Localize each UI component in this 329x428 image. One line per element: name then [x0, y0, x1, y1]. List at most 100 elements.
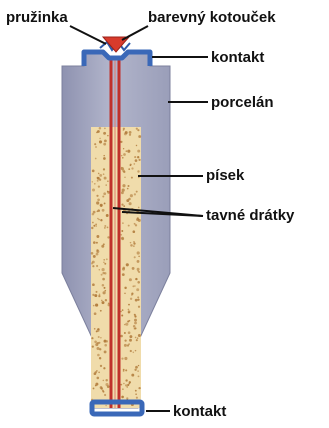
sand-grain — [122, 189, 125, 192]
sand-grain — [124, 287, 126, 289]
sand-grain — [137, 150, 140, 153]
sand-grain — [135, 350, 137, 352]
sand-grain — [130, 350, 132, 352]
sand-grain — [91, 252, 94, 255]
sand-grain — [103, 157, 106, 160]
sand-grain — [104, 290, 106, 292]
sand-grain — [126, 386, 127, 387]
sand-grain — [123, 205, 125, 207]
sand-grain — [99, 174, 102, 177]
sand-grain — [100, 310, 102, 312]
sand-grain — [128, 309, 130, 311]
sand-grain — [134, 327, 136, 329]
sand-grain — [100, 386, 103, 389]
sand-grain — [122, 309, 124, 311]
sand-grain — [123, 153, 126, 156]
sand-grain — [138, 207, 140, 209]
sand-grain — [126, 397, 128, 399]
sand-grain — [94, 312, 97, 315]
sand-grain — [129, 131, 132, 134]
sand-grain — [124, 293, 125, 294]
sand-grain — [104, 128, 106, 130]
sand-grain — [136, 339, 138, 341]
sand-grain — [123, 267, 126, 270]
sand-grain — [101, 300, 103, 302]
sand-grain — [95, 158, 97, 160]
sand-grain — [100, 365, 102, 367]
sand-grain — [125, 384, 127, 386]
sand-grain — [132, 267, 135, 270]
sand-grain — [92, 170, 95, 173]
sand-grain — [128, 168, 130, 170]
sand-grain — [124, 339, 126, 341]
sand-grain — [96, 132, 98, 134]
sand-grain — [131, 167, 133, 169]
sand-grain — [120, 311, 122, 313]
sand-grain — [105, 184, 106, 185]
sand-grain — [127, 188, 129, 190]
sand-grain — [99, 294, 101, 296]
sand-grain — [103, 168, 105, 170]
sand-grain — [138, 365, 139, 366]
sand-grain — [95, 304, 98, 307]
sand-grain — [104, 263, 106, 265]
sand-grain — [107, 227, 109, 229]
sand-grain — [94, 183, 96, 185]
sand-grain — [107, 236, 109, 238]
sand-grain — [97, 354, 100, 357]
sand-grain — [121, 191, 124, 194]
sand-grain — [91, 227, 93, 229]
sand-grain — [133, 245, 134, 246]
sand-grain — [130, 164, 132, 166]
sand-grain — [97, 211, 99, 213]
sand-grain — [97, 218, 99, 220]
sand-grain — [137, 156, 139, 158]
sand-grain — [96, 253, 99, 256]
sand-grain — [135, 159, 138, 162]
sand-grain — [96, 249, 98, 251]
sand-grain — [98, 371, 100, 373]
sand-grain — [124, 324, 125, 325]
sand-grain — [107, 191, 109, 193]
sand-grain — [121, 167, 122, 168]
sand-grain — [126, 263, 129, 266]
sand-grain — [122, 273, 125, 276]
sand-grain — [137, 281, 140, 284]
sand-grain — [96, 195, 98, 197]
sand-grain — [102, 284, 105, 287]
sand-grain — [103, 291, 106, 294]
sand-grain — [104, 227, 106, 229]
sand-grain — [134, 193, 136, 195]
sand-grain — [96, 201, 99, 204]
sand-grain — [101, 274, 103, 276]
sand-grain — [136, 145, 137, 146]
sand-grain — [120, 335, 123, 338]
sand-grain — [135, 366, 138, 369]
sand-grain — [104, 287, 106, 289]
sand-grain — [134, 163, 136, 165]
sand-grain — [96, 235, 99, 238]
sand-grain — [92, 261, 95, 264]
sand-grain — [122, 388, 124, 390]
sand-grain — [99, 138, 101, 140]
sand-grain — [104, 350, 107, 353]
label-porcelain: porcelán — [211, 95, 274, 110]
sand-grain — [129, 339, 132, 342]
sand-grain — [137, 251, 140, 254]
sand-grain — [96, 370, 98, 372]
sand-grain — [102, 209, 105, 212]
sand-grain — [94, 341, 97, 344]
sand-grain — [105, 405, 106, 406]
sand-grain — [122, 157, 124, 159]
sand-grain — [126, 199, 129, 202]
sand-grain — [100, 204, 103, 207]
leader-indicator — [122, 26, 148, 40]
sand-grain — [103, 380, 105, 382]
label-sand: písek — [206, 168, 244, 183]
label-spring: pružinka — [6, 10, 68, 25]
sand-grain — [103, 132, 106, 135]
sand-grain — [130, 298, 132, 300]
sand-grain — [124, 176, 126, 178]
sand-grain — [99, 127, 102, 130]
sand-grain — [135, 224, 137, 226]
